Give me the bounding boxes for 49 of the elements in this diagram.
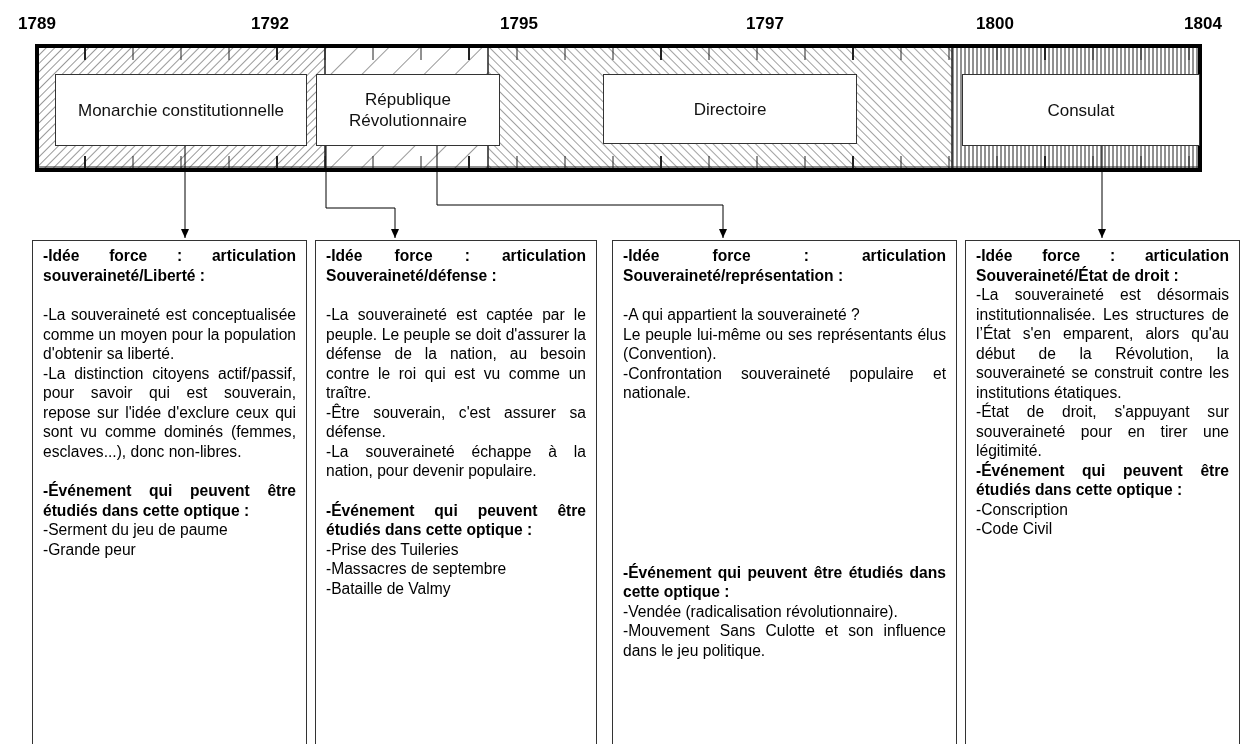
paragraph-text: -A qui appartient la souveraineté ? [623, 305, 861, 325]
period-box [316, 74, 500, 146]
paragraph-text: -Prise des Tuileries [326, 539, 460, 559]
year-label: 1800 [976, 14, 1014, 34]
paragraph-text: -Grande peur [43, 539, 137, 559]
paragraph-text: -Massacres de septembre [326, 559, 508, 579]
paragraph-text: -La souveraineté échappe à la nation, pour devenir populaire. [326, 441, 586, 481]
text-card [612, 240, 957, 744]
year-label: 1792 [251, 14, 289, 34]
year-label: 1795 [500, 14, 538, 34]
year-label: 1797 [746, 14, 784, 34]
text-card [965, 240, 1240, 744]
arrow [181, 145, 189, 239]
period-name: Monarchie constitutionnelle [78, 99, 284, 121]
paragraph-text: -La souveraineté est désormais institutionnalisée. Les structures de l’État s'en emparent, alors qu'au début de la Révolution, la souveraineté se construit contre les institutions étatiques. [976, 285, 1229, 402]
heading-text: -Idée force : articulation Souveraineté/État de droit : [976, 246, 1229, 285]
arrow [1098, 145, 1106, 239]
heading-text: -Idée force : articulation Souveraineté/représentation : [623, 246, 946, 285]
paragraph-text: -Code Civil [976, 519, 1054, 539]
paragraph-text: -État de droit, s'appuyant sur souveraineté pour en tirer une légitimité. [976, 402, 1229, 461]
period-name: République Révolutionnaire [347, 89, 469, 131]
text-card [315, 240, 597, 744]
arrow [436, 145, 727, 239]
paragraph-text: -Mouvement Sans Culotte et son influence dans le jeu politique. [623, 621, 946, 660]
period-name: Directoire [693, 98, 767, 120]
paragraph-text: -Être souverain, c'est assurer sa défense. [326, 402, 586, 442]
paragraph-text: -Serment du jeu de paume [43, 520, 229, 540]
heading-text: -Événement qui peuvent être étudiés dans cette optique : [623, 562, 946, 602]
period-name: Consulat [1047, 99, 1115, 121]
period-box [962, 74, 1200, 146]
heading-text: -Événement qui peuvent être étudiés dans cette optique : [43, 481, 296, 520]
paragraph-text: -La souveraineté est conceptualisée comme un moyen pour la population d'obtenir sa liberté. [43, 305, 296, 364]
paragraph-text: -La souveraineté est captée par le peuple. Le peuple se doit d'assurer la défense de la nation, au besoin contre le roi qui est vu comme un traître. [326, 305, 586, 403]
paragraph-text: -Bataille de Valmy [326, 578, 452, 598]
paragraph-text: -Vendée (radicalisation révolutionnaire). [623, 601, 899, 621]
heading-text: -Événement qui peuvent être étudiés dans cette optique : [326, 500, 586, 540]
heading-text: -Idée force : articulation souveraineté/Liberté : [43, 246, 296, 285]
period-box [603, 74, 857, 144]
paragraph-text: -Confrontation souveraineté populaire et nationale. [623, 363, 946, 403]
period-box [55, 74, 307, 146]
arrow [325, 145, 399, 239]
heading-text: -Événement qui peuvent être étudiés dans cette optique : [976, 460, 1229, 500]
paragraph-text: -Conscription [976, 499, 1069, 519]
heading-text: -Idée force : articulation Souveraineté/défense : [326, 246, 586, 285]
year-label: 1804 [1184, 14, 1222, 34]
text-card [32, 240, 307, 744]
paragraph-text: -La distinction citoyens actif/passif, pour savoir qui est souverain, repose sur l'idée d'exclure ceux qui sont vu comme dominés (femmes, esclaves...), donc non-libres. [43, 363, 296, 461]
paragraph-text: Le peuple lui-même ou ses représentants élus (Convention). [623, 324, 946, 364]
year-label: 1789 [18, 14, 56, 34]
